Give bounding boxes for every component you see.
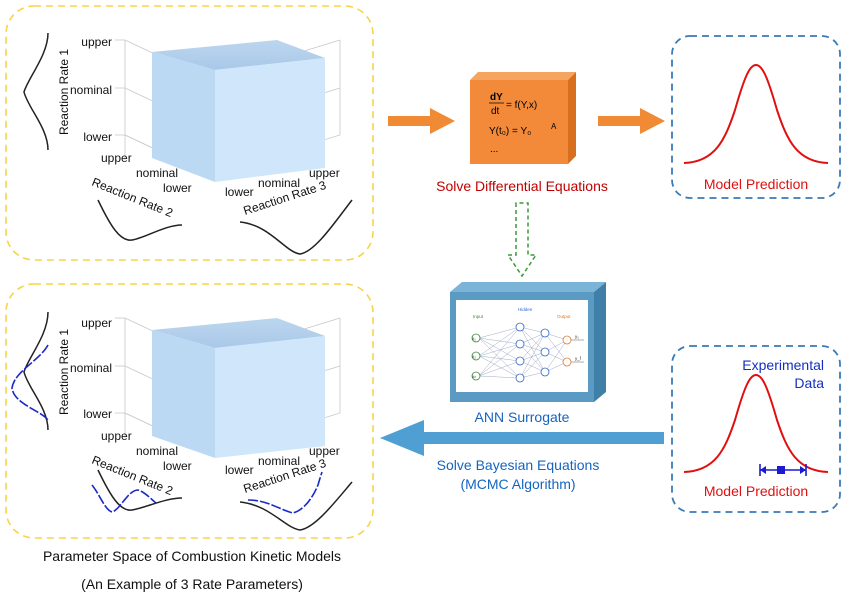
experimental-data-label-line2: Data <box>794 375 824 391</box>
ode-eq1-rhs: = f(Y,x) <box>506 100 537 111</box>
bottom-rate3-tick-lower: lower <box>225 463 254 477</box>
rate3-prior-curve <box>239 481 353 531</box>
solve-differential-equations-label: Solve Differential Equations <box>436 178 608 194</box>
top-panel-dashed-border <box>5 5 374 261</box>
arrow-bayesian-to-params <box>380 420 664 456</box>
top-rate2-tick-nominal: nominal <box>136 166 178 180</box>
solve-bayesian-label-line1: Solve Bayesian Equations <box>437 457 600 473</box>
ode-eq3-ellipsis: ... <box>490 144 498 155</box>
ode-eq2: Y(t₀) = Y₀ <box>489 126 531 137</box>
rate3-distribution-curve <box>239 199 353 255</box>
rate2-prior-curve <box>97 469 183 511</box>
bottom-model-prediction-panel: Experimental Data Model Prediction <box>671 345 841 513</box>
top-model-prediction-label: Model Prediction <box>704 176 808 192</box>
rate1-prior-curve <box>23 311 49 431</box>
experimental-data-label-line1: Experimental <box>742 357 824 373</box>
top-rate3-tick-nominal: nominal <box>258 176 300 190</box>
bottom-model-prediction-label: Model Prediction <box>704 483 808 499</box>
caption-line1: Parameter Space of Combustion Kinetic Mo… <box>43 548 341 564</box>
ann-surrogate-label: ANN Surrogate <box>475 409 570 425</box>
arrow-ode-to-ann <box>506 202 538 278</box>
ann-output-label: Output <box>557 314 571 319</box>
ann-surrogate-box: Input Hidden Output x₁ x₂ xₙ y₁ y_f <box>450 282 606 402</box>
bottom-rate3-tick-nominal: nominal <box>258 454 300 468</box>
caption-line2: (An Example of 3 Rate Parameters) <box>81 576 303 592</box>
top-parameter-cube <box>152 40 325 182</box>
ann-hidden-label: Hidden <box>518 307 533 312</box>
bottom-parameter-space-panel: upper nominal lower Reaction Rate 1 uppe… <box>5 283 374 539</box>
top-model-prediction-panel: Model Prediction <box>671 35 841 199</box>
top-rate1-tick-upper: upper <box>81 35 112 49</box>
bottom-rate1-tick-upper: upper <box>81 316 112 330</box>
ann-input-xn: xₙ <box>472 374 476 379</box>
rate1-distribution-curve <box>23 32 49 151</box>
bottom-rate2-tick-upper: upper <box>101 429 132 443</box>
rate2-posterior-curve <box>91 484 157 513</box>
arrow-ode-to-prediction <box>598 108 665 134</box>
ann-output-yf: y_f <box>575 356 582 361</box>
bottom-rate2-tick-nominal: nominal <box>136 444 178 458</box>
solve-bayesian-label-line2: (MCMC Algorithm) <box>460 476 575 492</box>
bottom-rate1-tick-nominal: nominal <box>70 361 112 375</box>
bottom-rate1-title: Reaction Rate 1 <box>57 329 71 415</box>
top-prediction-dashed-border <box>671 35 841 199</box>
bottom-rate2-tick-lower: lower <box>163 459 192 473</box>
bottom-rate3-tick-upper: upper <box>309 444 340 458</box>
top-rate3-tick-lower: lower <box>225 185 254 199</box>
rate1-posterior-curve <box>11 344 49 421</box>
top-rate2-tick-upper: upper <box>101 151 132 165</box>
bottom-prediction-gaussian-curve <box>683 373 829 473</box>
ode-eq1-denominator: dt <box>491 106 500 117</box>
bottom-parameter-cube <box>152 318 325 458</box>
ode-eq1-numerator: dY <box>490 92 503 103</box>
bottom-rate1-tick-lower: lower <box>83 407 112 421</box>
top-rate1-tick-lower: lower <box>83 130 112 144</box>
top-rate1-title: Reaction Rate 1 <box>57 49 71 135</box>
ann-output-y1: y₁ <box>575 334 579 339</box>
rate2-distribution-curve <box>97 199 183 241</box>
arrow-params-to-ode <box>388 108 455 134</box>
top-rate1-tick-nominal: nominal <box>70 83 112 97</box>
rate3-posterior-curve <box>247 471 323 514</box>
top-rate3-tick-upper: upper <box>309 166 340 180</box>
bottom-panel-dashed-border <box>5 283 374 539</box>
experimental-data-errorbar <box>759 464 807 476</box>
ann-input-x2: x₂ <box>472 354 476 359</box>
bottom-prediction-dashed-border <box>671 345 841 513</box>
ann-input-label: Input <box>473 314 484 319</box>
top-prediction-gaussian-curve <box>683 63 829 164</box>
ode-solver-box: dY dt = f(Y,x) Y(t₀) = Y₀ A ... <box>470 72 576 164</box>
top-rate2-tick-lower: lower <box>163 181 192 195</box>
ode-eq2-superscript: A <box>551 122 557 131</box>
neural-network-diagram: Input Hidden Output x₁ x₂ xₙ y₁ y_f <box>471 307 584 383</box>
ann-input-x1: x₁ <box>472 336 476 341</box>
top-parameter-space-panel: upper nominal lower Reaction Rate 1 uppe… <box>5 5 374 261</box>
